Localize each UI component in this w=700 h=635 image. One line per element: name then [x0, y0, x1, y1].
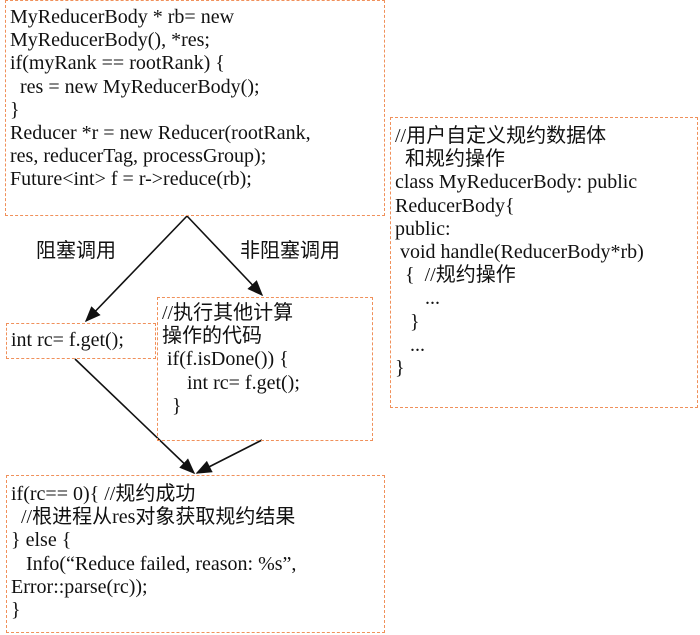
blocking-code-box: int rc= f.get();: [6, 323, 156, 359]
code-line: class MyReducerBody: public: [395, 171, 638, 194]
blocking-call-label: 阻塞调用: [36, 240, 116, 262]
code-line: }: [162, 394, 182, 417]
code-line: if(rc== 0){ //规约成功: [11, 483, 196, 505]
code-line: if(myRank == rootRank) {: [10, 52, 225, 75]
code-line: 操作的代码: [162, 325, 262, 348]
code-line: } else {: [11, 529, 72, 552]
code-line: }: [395, 310, 420, 333]
code-line: int rc= f.get();: [162, 371, 300, 394]
arrow-nonblocking: [186, 215, 264, 297]
code-line: }: [395, 356, 405, 379]
code-line: MyReducerBody(), *res;: [10, 29, 210, 52]
code-line: res = new MyReducerBody();: [10, 75, 260, 98]
arrow-blocking: [84, 215, 188, 323]
code-line: //执行其他计算: [162, 302, 294, 324]
code-line: void handle(ReducerBody*rb): [395, 240, 644, 263]
code-line: //用户自定义规约数据体: [395, 125, 607, 147]
code-line: if(f.isDone()) {: [162, 348, 289, 371]
nonblocking-call-label: 非阻塞调用: [240, 240, 340, 262]
code-line: Error::parse(rc));: [11, 575, 148, 598]
arrow-nonblocking-to-result: [195, 439, 263, 474]
code-line: Reducer *r = new Reducer(rootRank,: [10, 121, 311, 144]
code-line: res, reducerTag, processGroup);: [10, 145, 267, 168]
code-line: ...: [395, 287, 440, 310]
result-code-box: if(rc== 0){ //规约成功 //根进程从res对象获取规约结果} el…: [6, 475, 385, 633]
code-line: ...: [395, 333, 425, 356]
code-line: }: [11, 598, 21, 621]
code-line: }: [10, 98, 20, 121]
code-line: { //规约操作: [395, 264, 516, 287]
code-line: Future<int> f = r->reduce(rb);: [10, 168, 252, 191]
code-line: //根进程从res对象获取规约结果: [11, 506, 296, 529]
arrow-blocking-to-result: [74, 358, 196, 475]
code-line: int rc= f.get();: [11, 329, 124, 351]
code-line: ReducerBody{: [395, 194, 515, 217]
code-line: MyReducerBody * rb= new: [10, 6, 235, 28]
nonblocking-code-box: //执行其他计算操作的代码 if(f.isDone()) { int rc= f…: [157, 297, 373, 441]
code-line: Info(“Reduce failed, reason: %s”,: [11, 552, 297, 575]
code-line: public:: [395, 217, 451, 240]
code-line: 和规约操作: [395, 148, 505, 171]
